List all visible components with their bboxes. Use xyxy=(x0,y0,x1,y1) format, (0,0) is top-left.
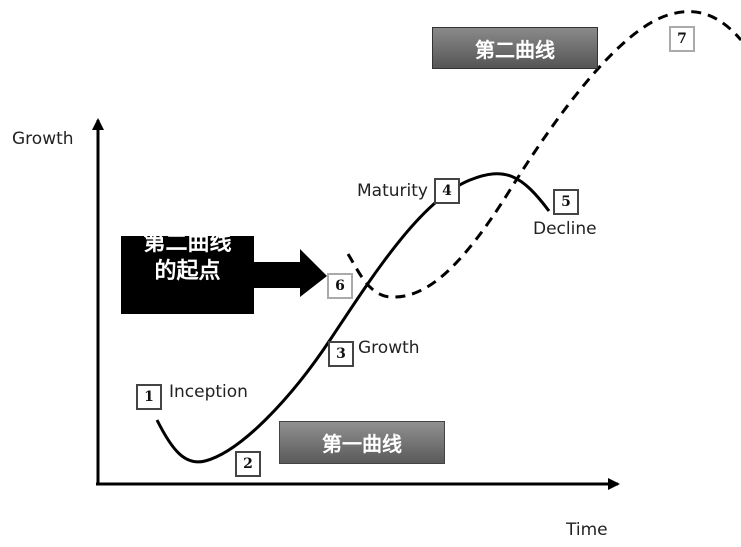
first-curve-banner: 第一曲线 xyxy=(279,421,445,464)
stage-1-label: Inception xyxy=(169,382,248,402)
callout-text: 第二曲线 的起点 xyxy=(143,236,232,284)
stage-5-label: Decline xyxy=(533,219,597,239)
second-curve-start-callout: 第二曲线 的起点 xyxy=(121,236,254,314)
stage-1-marker: 1 xyxy=(136,384,162,410)
stage-3-label: Growth xyxy=(358,338,420,358)
second-curve xyxy=(346,10,741,299)
stage-4-label: Maturity xyxy=(357,181,428,201)
y-axis-label: Growth xyxy=(12,129,74,149)
first-curve xyxy=(155,172,551,464)
stage-6-marker: 6 xyxy=(327,273,353,299)
stage-3-marker: 3 xyxy=(328,341,354,367)
stage-4-marker: 4 xyxy=(434,178,460,204)
start-arrow xyxy=(254,249,327,297)
stage-7-marker: 7 xyxy=(669,26,695,52)
stage-2-marker: 2 xyxy=(235,451,261,477)
x-axis-label: Time xyxy=(566,520,608,540)
second-curve-banner: 第二曲线 xyxy=(432,27,598,69)
stage-5-marker: 5 xyxy=(553,189,579,215)
